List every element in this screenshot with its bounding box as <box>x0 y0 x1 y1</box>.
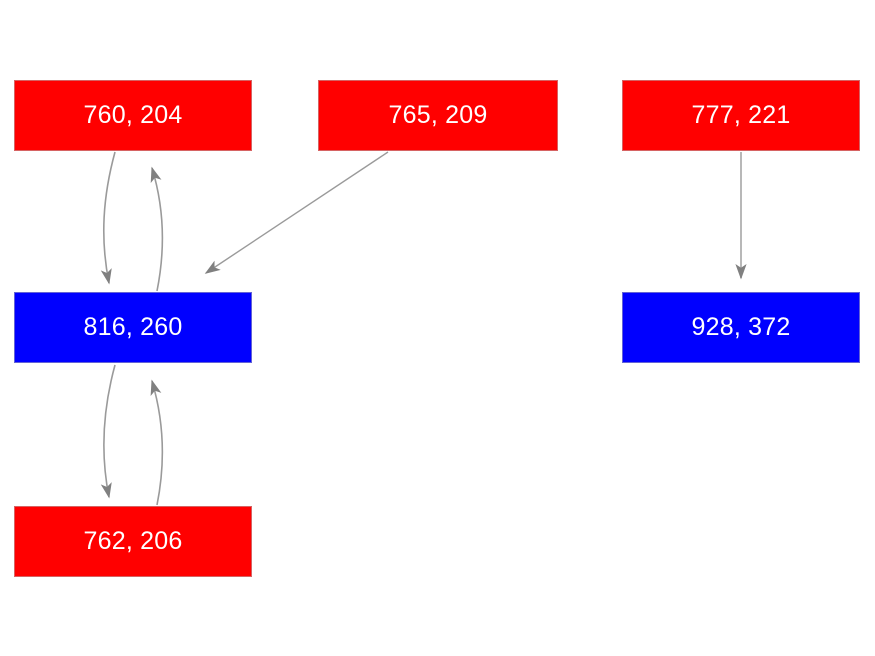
edge-n1-to-n4 <box>100 151 116 285</box>
graph-node-760-204[interactable]: 760, 204 <box>14 80 252 151</box>
node-label: 762, 206 <box>83 527 183 555</box>
edge-n4-to-n1 <box>150 166 164 292</box>
graph-node-816-260[interactable]: 816, 260 <box>14 292 252 363</box>
node-label: 777, 221 <box>691 101 791 129</box>
edge-n6-to-n4 <box>150 379 164 506</box>
edge-n2-to-n4 <box>204 151 389 274</box>
node-label: 760, 204 <box>83 101 183 129</box>
graph-node-762-206[interactable]: 762, 206 <box>14 506 252 577</box>
node-label: 765, 209 <box>388 101 488 129</box>
graph-node-928-372[interactable]: 928, 372 <box>622 292 860 363</box>
graph-node-765-209[interactable]: 765, 209 <box>318 80 558 151</box>
edge-n4-to-n6 <box>100 364 116 499</box>
node-label: 928, 372 <box>691 313 791 341</box>
graph-node-777-221[interactable]: 777, 221 <box>622 80 860 151</box>
node-label: 816, 260 <box>83 313 183 341</box>
